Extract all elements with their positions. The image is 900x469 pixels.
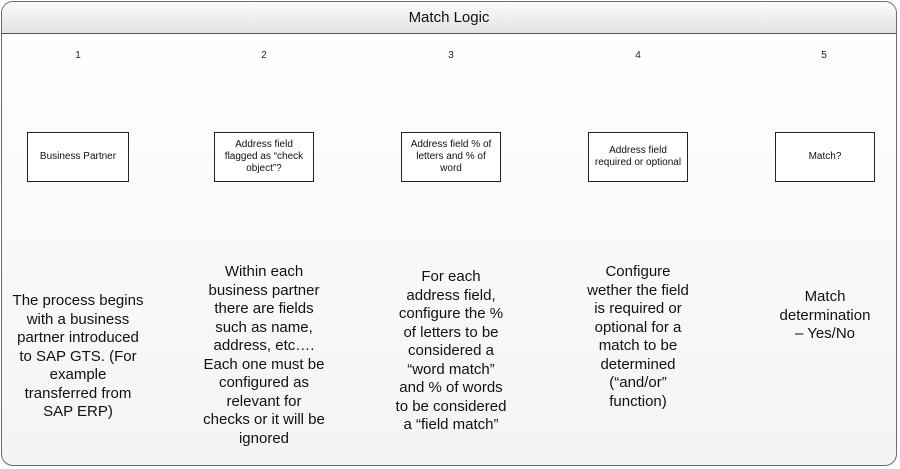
step-4-number: 4	[635, 50, 641, 61]
step-4-box: Address field required or optional	[588, 132, 688, 182]
step-3-box-label: Address field % of letters and % of word	[410, 139, 492, 174]
step-5-number: 5	[821, 50, 827, 61]
step-5-box-label: Match?	[808, 151, 842, 162]
step-2-box: Address field flagged as “check object”?	[214, 132, 314, 182]
step-3-number: 3	[448, 50, 454, 61]
step-5-description: Match determination – Yes/No	[779, 288, 871, 342]
step-2-description: Within each business partner there are f…	[203, 263, 325, 447]
step-2-number: 2	[261, 50, 267, 61]
step-1-description: The process begins with a business partn…	[12, 292, 144, 420]
step-4-box-label: Address field required or optional	[594, 145, 682, 168]
step-1-number: 1	[75, 50, 81, 61]
step-3-description: For each address field, configure the % …	[395, 268, 507, 433]
step-1-box-label: Business Partner	[39, 151, 117, 162]
step-2-box-label: Address field flagged as “check object”?	[224, 139, 304, 174]
step-5-box: Match?	[775, 132, 875, 182]
step-4-description: Configure wether the field is required o…	[587, 263, 689, 410]
step-3-box: Address field % of letters and % of word	[401, 132, 501, 182]
step-1-box: Business Partner	[27, 132, 129, 182]
diagram-title: Match Logic	[2, 2, 896, 34]
